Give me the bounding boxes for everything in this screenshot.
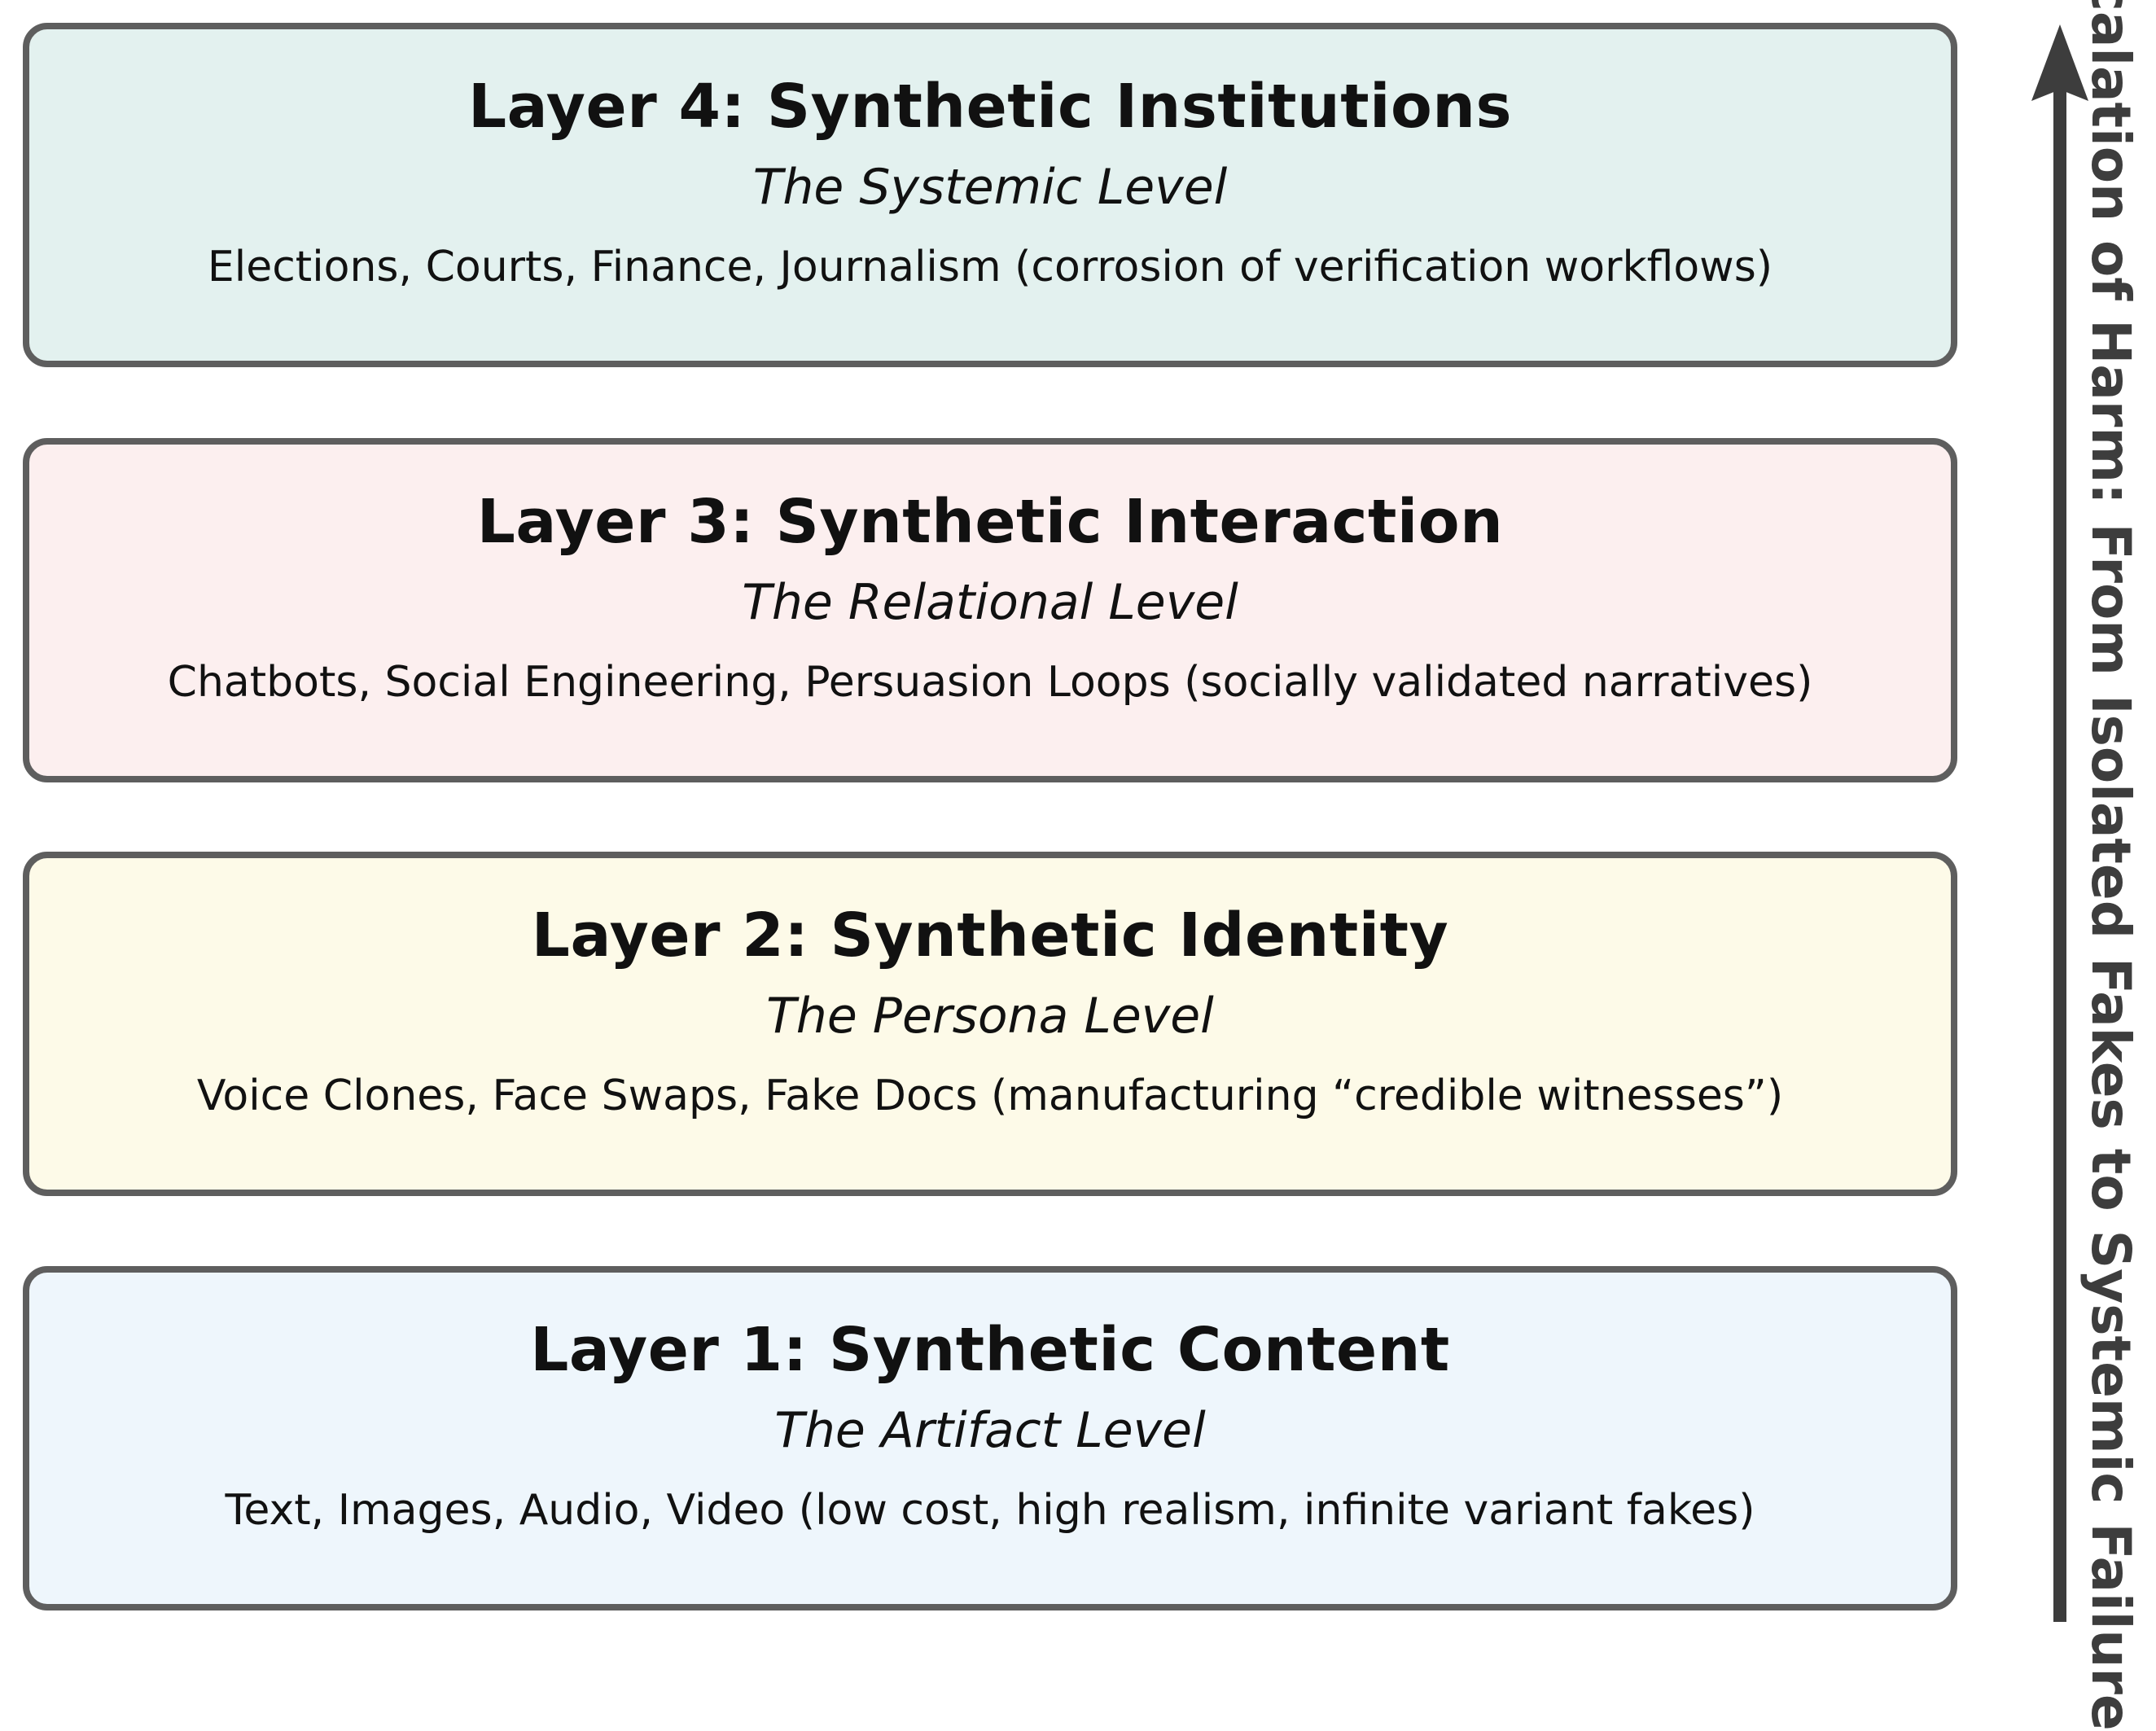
layer-4-box: Layer 4: Synthetic Institutions The Syst… <box>23 23 1957 367</box>
layer-1-level: The Artifact Level <box>774 1402 1206 1459</box>
layer-1-box: Layer 1: Synthetic Content The Artifact … <box>23 1266 1957 1610</box>
layer-2-description: Voice Clones, Face Swaps, Fake Docs (man… <box>196 1071 1784 1120</box>
layer-2-level: The Persona Level <box>766 988 1214 1045</box>
escalation-axis-label: Escalation of Harm: From Isolated Fakes … <box>2079 0 2142 1731</box>
layer-3-title: Layer 3: Synthetic Interaction <box>476 487 1504 557</box>
layer-1-description: Text, Images, Audio, Video (low cost, hi… <box>225 1486 1755 1535</box>
layer-3-level: The Relational Level <box>742 574 1238 631</box>
layer-2-title: Layer 2: Synthetic Identity <box>531 901 1449 971</box>
layer-4-description: Elections, Courts, Finance, Journalism (… <box>207 243 1773 291</box>
layer-1-title: Layer 1: Synthetic Content <box>530 1315 1450 1385</box>
layer-2-box: Layer 2: Synthetic Identity The Persona … <box>23 852 1957 1196</box>
escalation-arrow <box>2015 24 2105 1624</box>
arrow-up-icon <box>2031 24 2088 1622</box>
arrow-head <box>2031 24 2088 101</box>
layer-4-title: Layer 4: Synthetic Institutions <box>467 72 1513 142</box>
layer-4-level: The Systemic Level <box>752 159 1228 216</box>
layer-3-description: Chatbots, Social Engineering, Persuasion… <box>167 658 1813 707</box>
layer-3-box: Layer 3: Synthetic Interaction The Relat… <box>23 438 1957 782</box>
